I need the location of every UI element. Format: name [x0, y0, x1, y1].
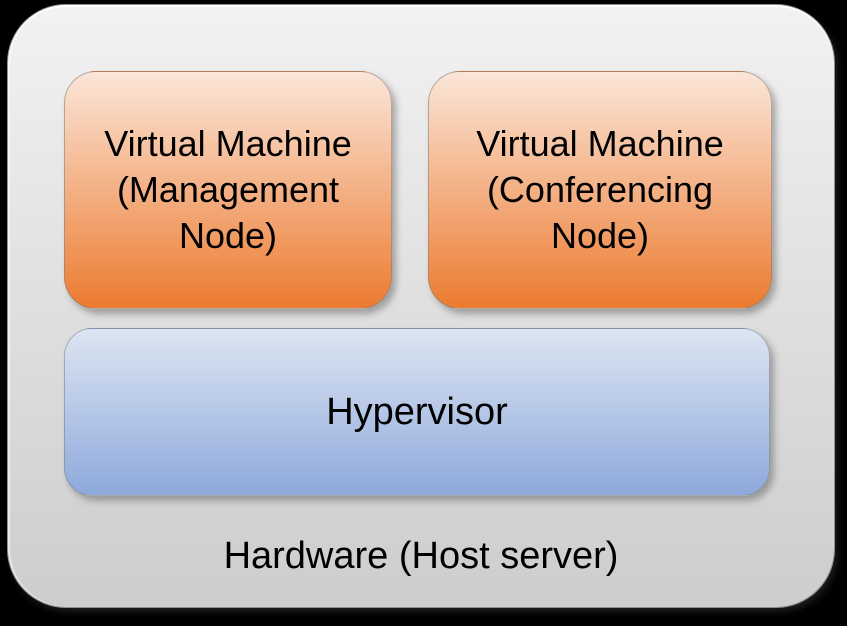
- vm-conferencing-label-line3: Node): [550, 215, 650, 256]
- host-server-container: Virtual Machine (Management Node) Virtua…: [8, 5, 834, 607]
- vm-conferencing-node-box: Virtual Machine (Conferencing Node): [428, 71, 772, 309]
- vm-management-label-line3: Node): [178, 215, 278, 256]
- vm-management-node-box: Virtual Machine (Management Node): [64, 71, 392, 309]
- vm-conferencing-label-line2: (Conferencing: [486, 169, 714, 210]
- hypervisor-label: Hypervisor: [326, 390, 508, 433]
- vm-conferencing-label-line1: Virtual Machine: [476, 123, 724, 164]
- vm-management-label-line2: (Management: [116, 169, 340, 210]
- vm-management-label-line1: Virtual Machine: [104, 123, 352, 164]
- host-server-label: Hardware (Host server): [223, 535, 619, 577]
- hypervisor-box: Hypervisor: [64, 328, 770, 496]
